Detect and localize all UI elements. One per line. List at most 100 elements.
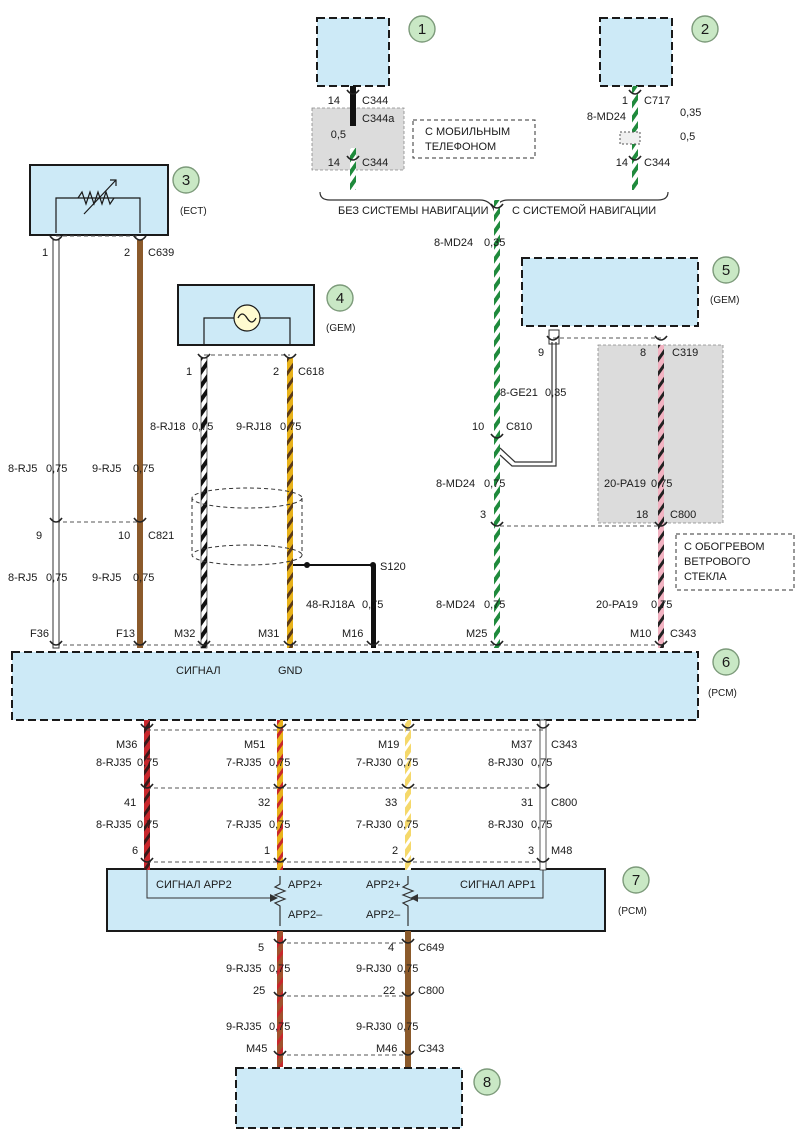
nav-pin3: 3 bbox=[480, 509, 486, 521]
c1-gauge: 0,5 bbox=[331, 129, 346, 141]
connector-cup-icon bbox=[654, 521, 668, 527]
connector-cup-icon bbox=[346, 155, 360, 161]
connector-cup-icon bbox=[273, 1050, 287, 1056]
nav-wire4: 8-MD24 bbox=[436, 599, 475, 611]
wire-gem5-heat bbox=[658, 345, 664, 648]
bot-r2-conn: C800 bbox=[418, 985, 444, 997]
app2m-label: APP2– bbox=[288, 909, 323, 921]
nav-wire2: 8-GE21 bbox=[500, 387, 538, 399]
app2m-b-label: APP2– bbox=[366, 909, 401, 921]
c2-conn-bot: C344 bbox=[644, 157, 670, 169]
no-nav-label: БЕЗ СИСТЕМЫ НАВИГАЦИИ bbox=[338, 205, 489, 217]
ect-sensor-box bbox=[29, 164, 169, 236]
nav-wire1: 8-MD24 bbox=[434, 237, 473, 249]
app-r1-pin0: M36 bbox=[116, 739, 137, 751]
pcm6-pin-f13: F13 bbox=[116, 628, 135, 640]
connector-cups bbox=[49, 89, 668, 1056]
wire-c2 bbox=[619, 86, 641, 190]
wire-ect-brown bbox=[137, 240, 143, 648]
component-2-box bbox=[599, 17, 673, 87]
callout-4-sub: (GEM) bbox=[326, 323, 355, 334]
app-r3-pin1: 1 bbox=[264, 845, 270, 857]
svg-text:4: 4 bbox=[336, 290, 344, 307]
connector-cup-icon bbox=[49, 517, 63, 523]
ect-wire1: 8-RJ5 bbox=[8, 463, 37, 475]
gem4-gauge1: 0,75 bbox=[192, 421, 213, 433]
heated-note-line2: ВЕТРОВОГО bbox=[684, 556, 751, 568]
app-r1-gauge1: 0,75 bbox=[269, 757, 290, 769]
wire-c1 bbox=[350, 86, 356, 190]
gem5-gauge1: 0,75 bbox=[651, 478, 672, 490]
nav-wire3: 8-MD24 bbox=[436, 478, 475, 490]
bot-r1-conn: C649 bbox=[418, 942, 444, 954]
gem5-wire2: 20-PA19 bbox=[596, 599, 638, 611]
app-r2-gauge1: 0,75 bbox=[269, 819, 290, 831]
pcm6-pin-f36: F36 bbox=[30, 628, 49, 640]
c1-conn-mid: C344a bbox=[362, 113, 395, 125]
c2-pin-top: 1 bbox=[622, 95, 628, 107]
callout-5-sub: (GEM) bbox=[710, 295, 739, 306]
connector-cup-icon bbox=[401, 723, 415, 729]
callout-2: 2 bbox=[691, 15, 719, 43]
app-r1-wire1: 7-RJ35 bbox=[226, 757, 261, 769]
ect-pin10: 10 bbox=[118, 530, 130, 542]
app-r2-pin3: 31 bbox=[521, 797, 533, 809]
connector-cup-icon bbox=[197, 353, 211, 359]
nav-gauge1: 0,35 bbox=[484, 237, 505, 249]
gem5-pin9: 9 bbox=[538, 347, 544, 359]
shield-bottom bbox=[191, 544, 303, 566]
wire-gem4-gnd bbox=[287, 358, 293, 648]
pcm-7-box bbox=[106, 868, 606, 932]
bot-r1-wire0: 9-RJ35 bbox=[226, 963, 261, 975]
gem4-conn: C618 bbox=[298, 366, 324, 378]
nav-conn: C810 bbox=[506, 421, 532, 433]
connector-cup-icon bbox=[140, 723, 154, 729]
connector-cup-icon bbox=[401, 857, 415, 863]
connector-cup-icon bbox=[536, 723, 550, 729]
connector-cup-icon bbox=[273, 723, 287, 729]
ect-gauge4: 0,75 bbox=[133, 572, 154, 584]
c1-pin-bot: 14 bbox=[328, 157, 340, 169]
heated-note-line1: С ОБОГРЕВОМ bbox=[684, 541, 765, 553]
app-r1-gauge3: 0,75 bbox=[531, 757, 552, 769]
svg-text:3: 3 bbox=[182, 172, 190, 189]
ect-pin1: 1 bbox=[42, 247, 48, 259]
bot-r2-gauge1: 0,75 bbox=[397, 1021, 418, 1033]
connector-cup-icon bbox=[490, 433, 504, 439]
pcm6-pin-m31: M31 bbox=[258, 628, 279, 640]
svg-text:6: 6 bbox=[722, 654, 730, 671]
wire-s120 bbox=[371, 565, 376, 648]
gem4-wire2: 9-RJ18 bbox=[236, 421, 271, 433]
gem5-pin18: 18 bbox=[636, 509, 648, 521]
c1-pin-top: 14 bbox=[328, 95, 340, 107]
gem4-pin2: 2 bbox=[273, 366, 279, 378]
c2-conn-top: C717 bbox=[644, 95, 670, 107]
app-r3-pin3: 3 bbox=[528, 845, 534, 857]
callout-1: 1 bbox=[408, 15, 436, 43]
app-r1-pin3: M37 bbox=[511, 739, 532, 751]
nav-gauge2: 0,35 bbox=[545, 387, 566, 399]
wire-app1-minus bbox=[405, 931, 411, 1067]
heated-note-line3: СТЕКЛА bbox=[684, 571, 727, 583]
app-r2-pin1: 32 bbox=[258, 797, 270, 809]
app-r2-gauge0: 0,75 bbox=[137, 819, 158, 831]
bot-r2-pin1: 22 bbox=[383, 985, 395, 997]
svg-text:8: 8 bbox=[483, 1074, 491, 1091]
connector-cup-icon bbox=[273, 783, 287, 789]
oscillator-icon bbox=[203, 304, 291, 345]
app-r2-pin0: 41 bbox=[124, 797, 136, 809]
connector-cup-icon bbox=[546, 335, 560, 341]
app-sig1-label: СИГНАЛ APP1 bbox=[460, 879, 536, 891]
connector-cup-icon bbox=[273, 991, 287, 997]
app-r1-pin1: M51 bbox=[244, 739, 265, 751]
ect-gauge2: 0,75 bbox=[133, 463, 154, 475]
app-r1-pin2: M19 bbox=[378, 739, 399, 751]
app-sig2-label: СИГНАЛ APP2 bbox=[156, 879, 232, 891]
bot-r1-pin0: 5 bbox=[258, 942, 264, 954]
connector-cup-icon bbox=[490, 203, 504, 209]
component-8-box bbox=[235, 1067, 463, 1129]
pcm6-pin-m32: M32 bbox=[174, 628, 195, 640]
connector-cup-icon bbox=[490, 640, 504, 646]
callout-6: 6 bbox=[712, 648, 740, 676]
bot-r2-wire1: 9-RJ30 bbox=[356, 1021, 391, 1033]
